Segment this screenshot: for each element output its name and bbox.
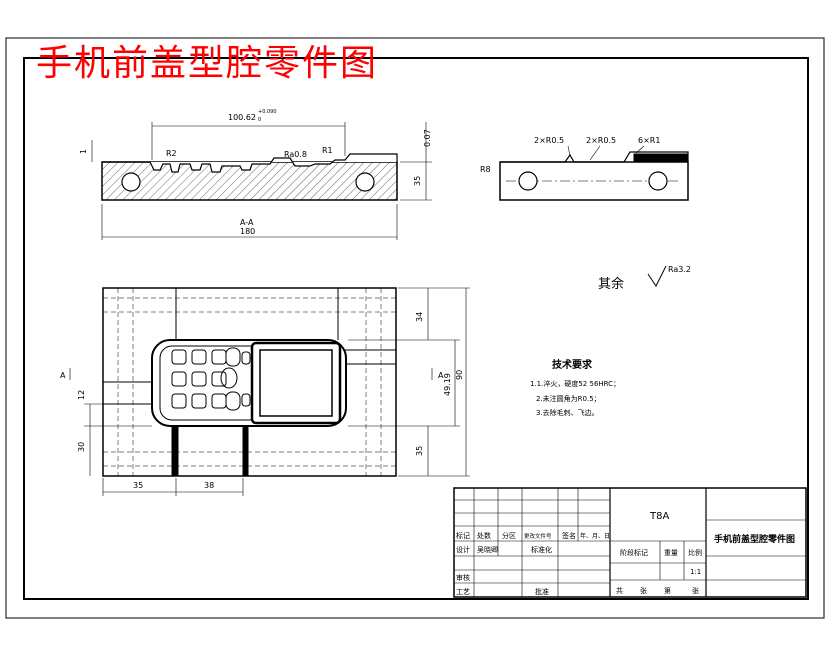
tb-col-change: 更改文件号 bbox=[524, 532, 552, 540]
tb-col-date: 年、月、日 bbox=[580, 532, 610, 540]
tb-col-sign: 签名 bbox=[562, 531, 576, 540]
tb-col-count: 处数 bbox=[477, 531, 491, 540]
side-fill bbox=[633, 153, 689, 162]
plan-section-mark-right: A bbox=[438, 371, 444, 380]
dim-bottom-text: 180 bbox=[240, 227, 255, 236]
cooling-hole-left bbox=[121, 172, 141, 192]
side-hole-left bbox=[518, 171, 538, 191]
roughness-value: Ra3.2 bbox=[668, 265, 691, 274]
roughness-label: 其余 bbox=[598, 276, 624, 292]
phone-screen bbox=[259, 349, 333, 417]
tb-col-mark: 标记 bbox=[456, 531, 470, 540]
plan-dim-right-34: 34 bbox=[415, 312, 424, 322]
plan-view bbox=[69, 287, 470, 496]
dim-top-tol-lower: 0 bbox=[258, 117, 261, 123]
title-block-text: T8A 手机前盖型腔零件图 标记 处数 分区 更改文件号 签名 年、月、日 设计… bbox=[456, 511, 795, 596]
part-name-text: 手机前盖型腔零件图 bbox=[714, 533, 795, 545]
tb-col-zone: 分区 bbox=[502, 531, 516, 540]
side-chamfer-1: 2×R0.5 bbox=[534, 136, 564, 145]
tb-scale: 1:1 bbox=[690, 568, 701, 576]
dim-height-text: 35 bbox=[413, 176, 422, 186]
side-profile bbox=[500, 151, 689, 163]
plan-dim-bottom-35: 35 bbox=[133, 481, 143, 490]
plan-dim-right-35: 35 bbox=[415, 446, 424, 456]
plan-hidden-lines bbox=[103, 288, 396, 476]
plan-section-mark-left: A bbox=[60, 371, 66, 380]
tech-req-item-2: 2.未注圆角为R0.5； bbox=[536, 394, 601, 403]
gate-right bbox=[242, 425, 249, 477]
tech-req-item-3: 3.去除毛刺、飞边。 bbox=[536, 408, 599, 417]
side-left-label: R8 bbox=[480, 165, 491, 174]
plan-dim-inner: 49.19 bbox=[443, 373, 452, 396]
tb-weight: 重量 bbox=[664, 549, 678, 557]
plan-dim-lines bbox=[69, 287, 470, 496]
tb-sheet-unit-2: 张 bbox=[692, 586, 699, 595]
tb-sheet-no: 第 bbox=[664, 586, 671, 595]
dim-top-text: 100.62 bbox=[228, 113, 256, 122]
dim-right-small-text: 0.07 bbox=[423, 129, 432, 147]
title-block bbox=[453, 487, 807, 598]
side-chamfer-2: 2×R0.5 bbox=[586, 136, 616, 145]
tb-sheet-unit: 张 bbox=[640, 586, 647, 595]
outer-border bbox=[5, 37, 825, 619]
runner-left bbox=[102, 381, 154, 405]
cooling-hole-right bbox=[355, 172, 375, 192]
cavity-profile bbox=[102, 153, 398, 173]
inner-frame bbox=[23, 57, 809, 600]
label-r2: R2 bbox=[166, 149, 177, 158]
roughness-symbol bbox=[647, 265, 667, 287]
tb-sheets-total: 共 bbox=[616, 586, 623, 595]
tb-ratio: 比例 bbox=[688, 548, 702, 557]
tb-design-name: 吴晓卿 bbox=[477, 545, 498, 554]
section-view bbox=[91, 122, 432, 240]
side-hole-right bbox=[648, 171, 668, 191]
tb-standardize: 标准化 bbox=[531, 545, 552, 554]
roughness-note: 其余 Ra3.2 bbox=[598, 265, 691, 292]
tech-requirements: 技术要求 1.1.淬火，硬度52 56HRC； 2.未注圆角为R0.5； 3.去… bbox=[530, 358, 620, 417]
dim-top-tol-upper: +0.090 bbox=[258, 109, 277, 115]
runner-right bbox=[344, 349, 397, 365]
label-roughness: Ra0.8 bbox=[284, 150, 307, 159]
plan-dim-overall: 90 bbox=[455, 370, 464, 380]
section-label: A-A bbox=[240, 218, 254, 227]
plan-dim-bottom-38: 38 bbox=[204, 481, 214, 490]
side-view bbox=[499, 145, 689, 201]
material-text: T8A bbox=[649, 511, 669, 522]
plan-dim-left-30: 30 bbox=[77, 442, 86, 452]
plan-dim-left-12: 12 bbox=[77, 390, 86, 400]
dim-left-text: 1 bbox=[79, 149, 88, 154]
tb-review: 审核 bbox=[456, 573, 470, 582]
tb-process: 工艺 bbox=[456, 588, 470, 596]
phone-screen-frame bbox=[250, 341, 342, 425]
tb-design-label: 设计 bbox=[456, 545, 470, 554]
tb-stage-mark: 阶段标记 bbox=[620, 548, 648, 557]
drawing-title: 手机前盖型腔零件图 bbox=[36, 43, 379, 84]
tb-approve: 批准 bbox=[535, 587, 549, 596]
label-r1: R1 bbox=[322, 146, 333, 155]
side-chamfer-3: 6×R1 bbox=[638, 136, 660, 145]
gate-left bbox=[171, 425, 179, 477]
keypad bbox=[171, 347, 251, 411]
tech-req-heading: 技术要求 bbox=[552, 358, 593, 371]
tech-req-item-1: 1.1.淬火，硬度52 56HRC； bbox=[530, 379, 620, 388]
